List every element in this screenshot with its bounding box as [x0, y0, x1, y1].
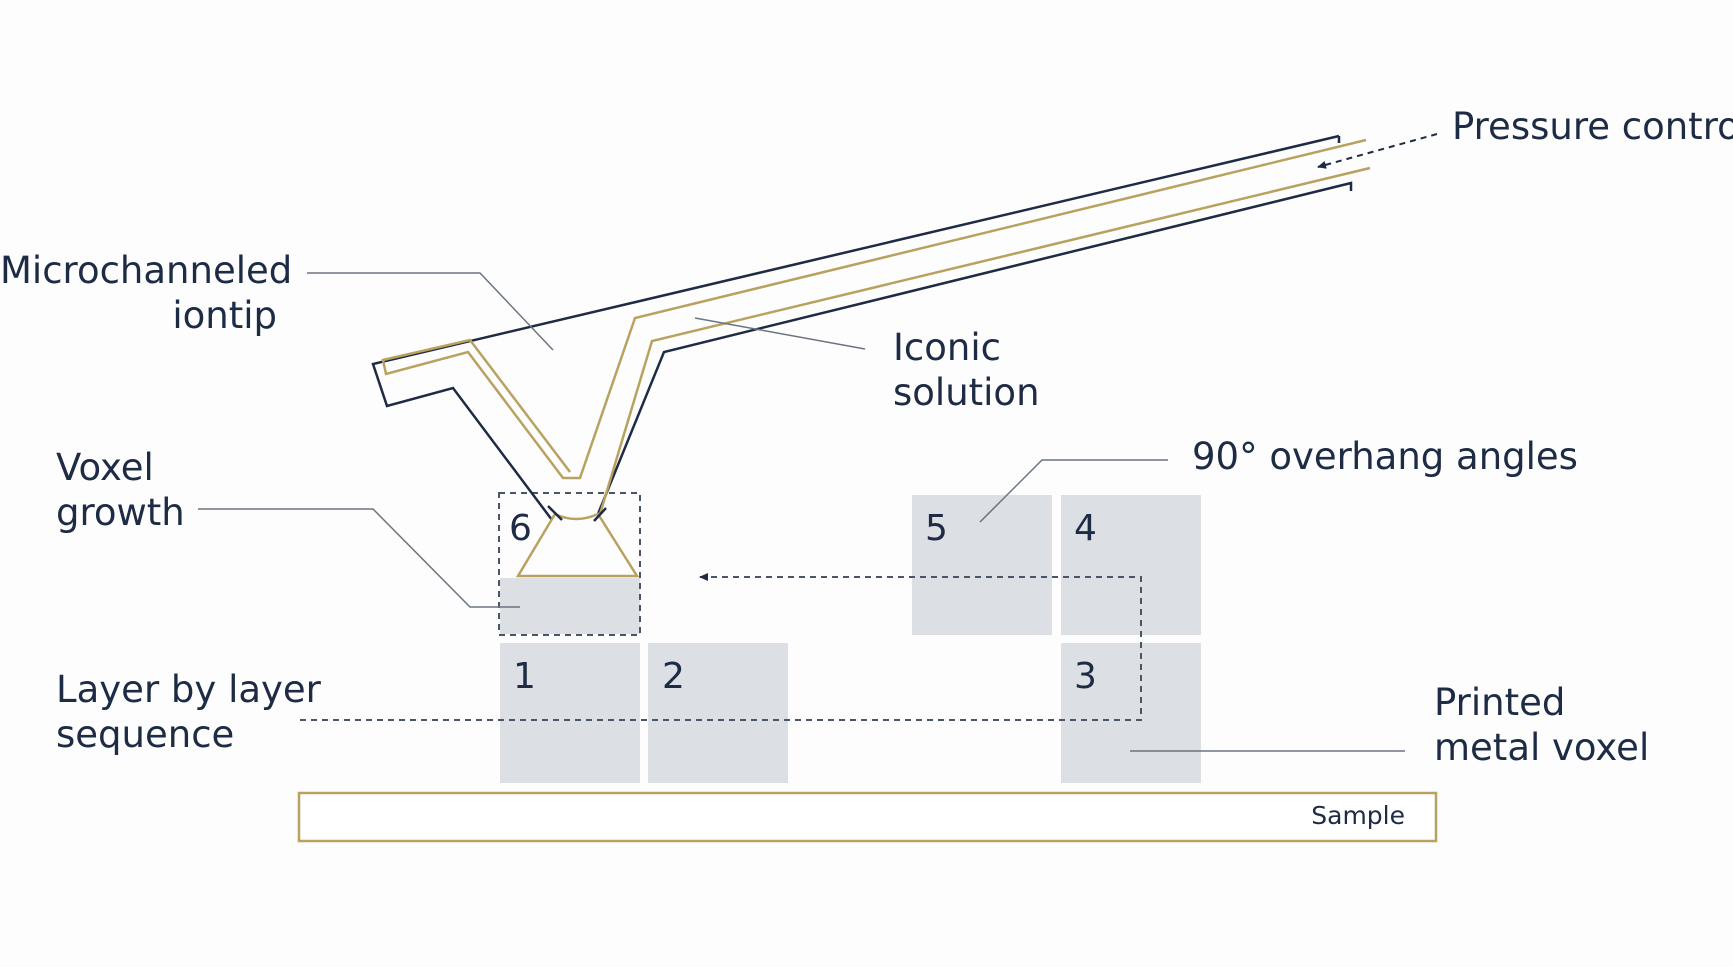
voxel-number-3: 3 [1074, 656, 1097, 697]
label-iconic-line2: solution [893, 371, 1040, 414]
label-microchanneled-line2: iontip [172, 294, 277, 337]
label-printed-metal-voxel: Printed metal voxel [1434, 680, 1649, 770]
voxel-number-6: 6 [509, 508, 532, 549]
label-voxel-growth-line1: Voxel [56, 446, 154, 489]
leader-iconic [694, 317, 866, 350]
nozzle-tip-wall-left [547, 505, 563, 521]
iontip-channel [381, 138, 1367, 480]
label-voxel-growth: Voxel growth [56, 445, 185, 535]
iontip-outer-wall [371, 134, 1353, 525]
label-layer-line1: Layer by layer [56, 668, 321, 711]
voxel-6-growing [500, 578, 640, 634]
voxel-number-1: 1 [513, 656, 536, 697]
label-iconic-line1: Iconic [893, 326, 1001, 369]
leader-voxel-growth [198, 508, 520, 608]
label-pressure-control-text: Pressure control [1452, 105, 1733, 148]
pressure-control-arrow [1317, 133, 1438, 169]
layer-sequence-path [300, 573, 1142, 721]
label-microchanneled-line1: Microchanneled [0, 249, 293, 292]
label-printed-line1: Printed [1434, 681, 1566, 724]
label-voxel-growth-line2: growth [56, 491, 185, 534]
voxel-group [500, 495, 1201, 783]
sample-substrate [297, 791, 1438, 843]
leader-microchanneled [307, 272, 554, 351]
voxel-number-4: 4 [1074, 508, 1097, 549]
iontip-channel-lower [598, 166, 1371, 515]
voxel-6-outline [498, 492, 641, 636]
label-pressure-control: Pressure control [1452, 104, 1733, 149]
voxel-2 [648, 643, 788, 783]
label-overhang-angles: 90° overhang angles [1192, 434, 1578, 479]
label-overhang-text: 90° overhang angles [1192, 435, 1578, 478]
nozzle-meniscus [515, 512, 640, 578]
label-printed-line2: metal voxel [1434, 726, 1650, 769]
label-layer-sequence: Layer by layer sequence [56, 667, 321, 757]
leader-overhang [979, 459, 1168, 523]
nozzle-tip-wall-right [593, 507, 607, 522]
voxel-4 [1061, 495, 1201, 635]
label-iconic-solution: Iconic solution [893, 325, 1040, 415]
sample-label: Sample [1311, 801, 1405, 830]
label-layer-line2: sequence [56, 713, 235, 756]
voxel-3 [1061, 643, 1201, 783]
voxel-5 [912, 495, 1052, 635]
voxel-number-2: 2 [662, 656, 685, 697]
voxel-1 [500, 643, 640, 783]
label-microchanneled-iontip: Microchanneled iontip [0, 248, 293, 338]
voxel-number-5: 5 [925, 508, 948, 549]
